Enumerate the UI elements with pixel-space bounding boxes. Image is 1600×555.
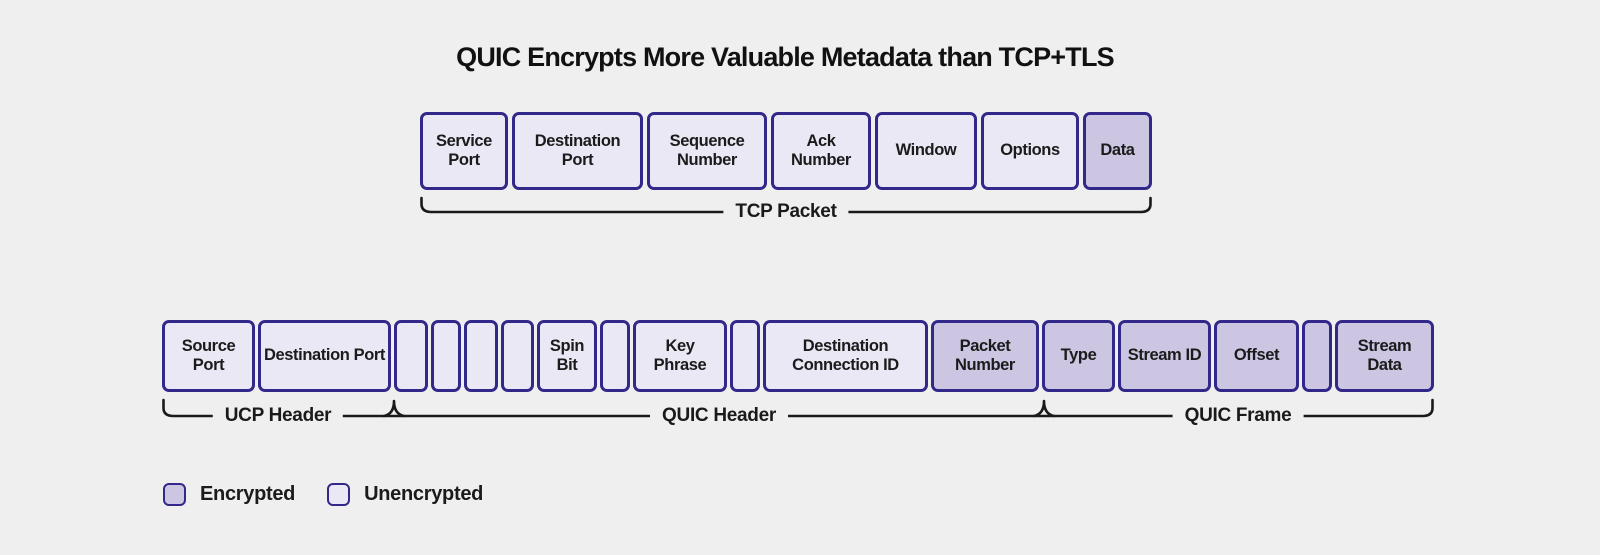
ucp-quic-header-junction: [382, 399, 406, 418]
field-cell-window: Window: [875, 112, 977, 190]
unencrypted-label: Unencrypted: [364, 483, 484, 505]
field-cell-data: Data: [1083, 112, 1152, 190]
field-cell-empty: [600, 320, 630, 392]
legend: Encrypted Unencrypted: [163, 483, 483, 506]
field-cell-source-port: Source Port: [162, 320, 255, 392]
field-cell-empty: [431, 320, 461, 392]
tcp-packet-brace-label: TCP Packet: [723, 201, 849, 223]
field-cell-options: Options: [981, 112, 1079, 190]
unencrypted-swatch-icon: [327, 483, 351, 506]
field-cell-key-phrase: Key Phrase: [633, 320, 727, 392]
encrypted-label: Encrypted: [200, 483, 296, 505]
field-cell-empty: [394, 320, 428, 392]
field-cell-destination-connection-id: Destination Connection ID: [763, 320, 928, 392]
field-cell-empty: [464, 320, 498, 392]
field-cell-service-port: Service Port: [420, 112, 508, 190]
field-cell-stream-id: Stream ID: [1118, 320, 1211, 392]
quic-header-frame-junction: [1032, 399, 1056, 418]
field-cell-empty: [1302, 320, 1332, 392]
page-title: QUIC Encrypts More Valuable Metadata tha…: [456, 42, 1115, 72]
ucp-header-brace-label: UCP Header: [212, 405, 344, 427]
field-cell-ack-number: Ack Number: [771, 112, 871, 190]
field-cell-empty: [730, 320, 760, 392]
field-cell-type: Type: [1042, 320, 1115, 392]
legend-item-unencrypted: Unencrypted: [327, 483, 483, 506]
field-cell-packet-number: Packet Number: [931, 320, 1039, 392]
field-cell-spin-bit: Spin Bit: [537, 320, 597, 392]
quic-header-brace-label: QUIC Header: [650, 405, 788, 427]
quic-frame-brace-label: QUIC Frame: [1172, 405, 1304, 427]
encrypted-swatch-icon: [163, 483, 186, 506]
quic-braces: [162, 398, 1434, 418]
legend-item-encrypted: Encrypted: [163, 483, 295, 506]
field-cell-stream-data: Stream Data: [1335, 320, 1434, 392]
quic-braces-line: [162, 398, 1434, 418]
field-cell-sequence-number: Sequence Number: [647, 112, 767, 190]
field-cell-destination-port: Destination Port: [512, 112, 643, 190]
field-cell-empty: [501, 320, 534, 392]
field-cell-offset: Offset: [1214, 320, 1299, 392]
field-cell-destination-port: Destination Port: [258, 320, 391, 392]
